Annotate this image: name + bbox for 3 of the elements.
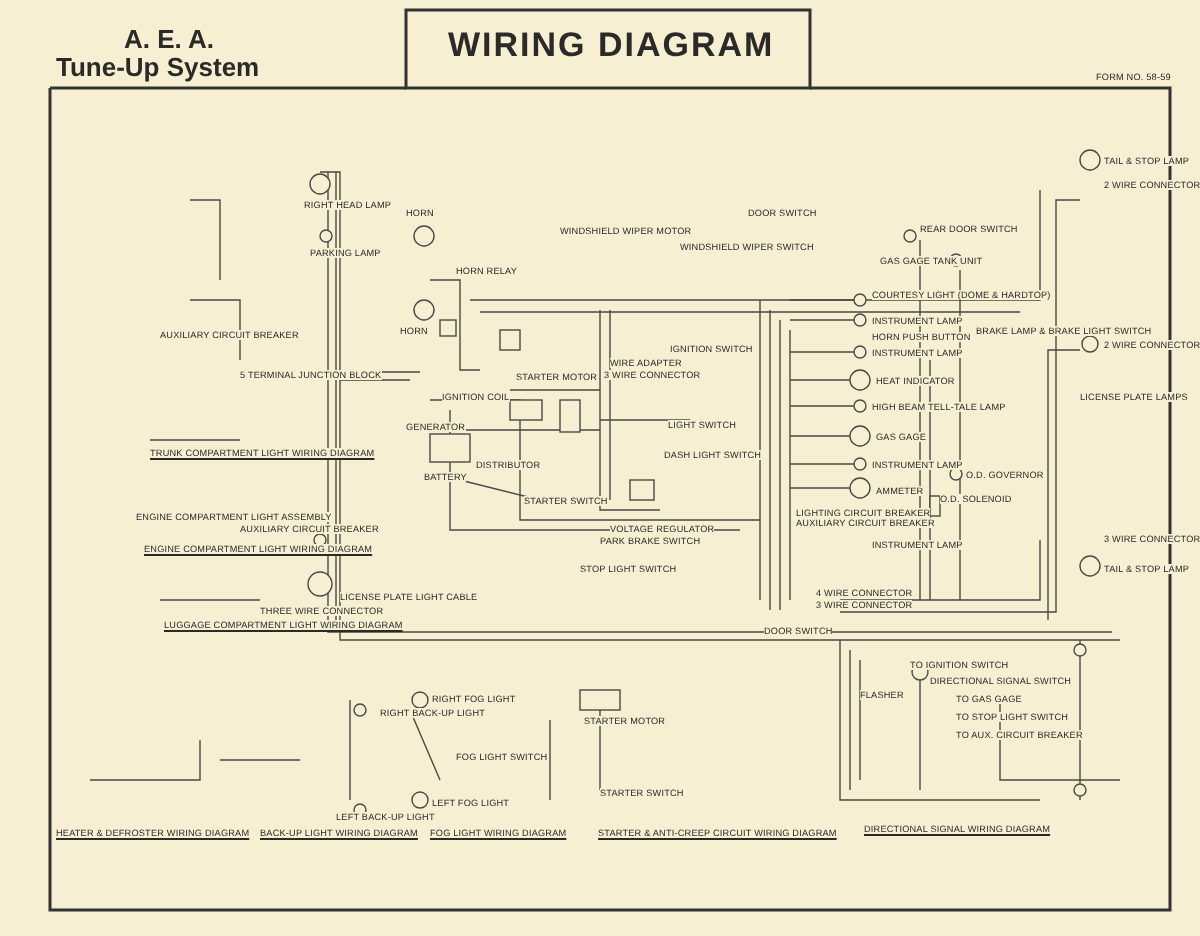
- header-text: A. E. A.: [124, 24, 215, 54]
- header-text: Tune-Up System: [56, 52, 260, 82]
- diagram-title: WIRING DIAGRAM: [448, 26, 775, 66]
